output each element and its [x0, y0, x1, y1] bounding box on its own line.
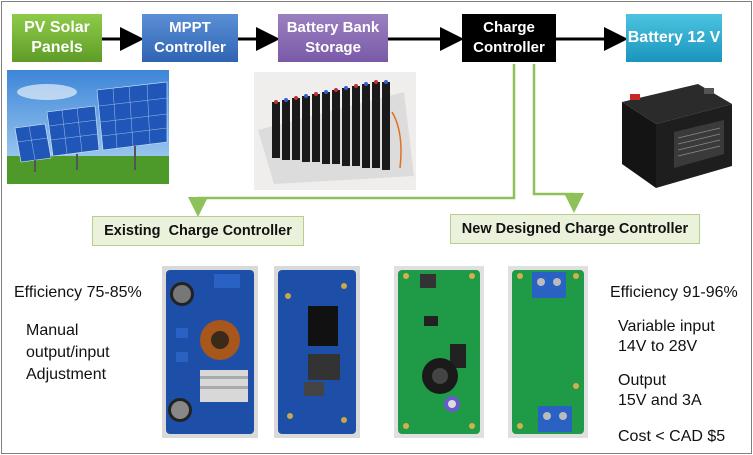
new-label: New Designed Charge Controller — [461, 221, 689, 237]
new-efficiency: Efficiency 91-96% — [610, 284, 738, 301]
charge-controller-box: Charge Controller — [462, 14, 556, 62]
existing-manual-line2: output/input — [26, 344, 110, 361]
existing-controller-label-box: Existing Charge Controller — [92, 216, 304, 246]
existing-board-2-image — [274, 266, 360, 438]
new-cost: Cost < CAD $5 — [618, 428, 726, 445]
new-input-line1: Variable input — [618, 318, 715, 335]
battery-bank-image — [254, 72, 416, 190]
pv-label: PV Solar Panels — [24, 19, 90, 56]
solar-panels-image — [7, 70, 169, 184]
existing-manual-line3: Adjustment — [26, 366, 107, 383]
existing-board-1-image — [162, 266, 258, 438]
mppt-label: MPPT Controller — [154, 19, 226, 56]
battery-bank-storage-box: Battery Bank Storage — [278, 14, 388, 62]
battery-12v-image — [612, 74, 738, 190]
connector-to-new — [532, 64, 584, 213]
new-controller-label-box: New Designed Charge Controller — [450, 214, 700, 244]
existing-efficiency: Efficiency 75-85% — [14, 284, 142, 301]
new-board-2-image — [508, 266, 588, 438]
new-output-line2: 15V and 3A — [618, 392, 702, 409]
battery-12v-box: Battery 12 V — [626, 14, 722, 62]
existing-manual-line1: Manual — [26, 322, 79, 339]
new-board-1-image — [394, 266, 484, 438]
mppt-controller-box: MPPT Controller — [142, 14, 238, 62]
pv-solar-panels-box: PV Solar Panels — [12, 14, 102, 62]
battery-label: Battery 12 V — [627, 29, 721, 46]
connector-to-existing — [188, 64, 516, 217]
battery-bank-label: Battery Bank Storage — [286, 19, 380, 56]
new-output-line1: Output — [618, 372, 667, 389]
existing-label: Existing Charge Controller — [104, 223, 292, 239]
new-input-line2: 14V to 28V — [618, 338, 698, 355]
charge-controller-label: Charge Controller — [473, 19, 545, 56]
